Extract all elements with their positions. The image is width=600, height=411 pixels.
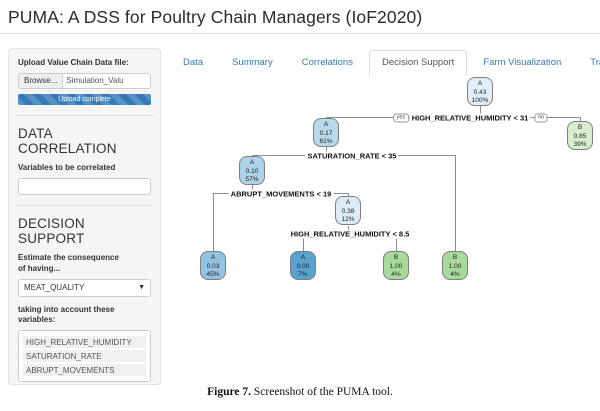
tree-node-class: B: [393, 254, 399, 261]
split-rule-label: HIGH_RELATIVE_HUMIDITY < 31: [409, 113, 531, 122]
tab-transport-visualization[interactable]: Transport Visualization: [590, 57, 600, 68]
tree-node-value: 0.00: [296, 262, 310, 270]
chevron-down-icon: ▼: [138, 284, 145, 292]
tree-node-class: B: [452, 254, 458, 261]
tree-node-class: A: [345, 199, 351, 206]
tree-node-pct: 4%: [391, 271, 401, 278]
page-title: PUMA: A DSS for Poultry Chain Managers (…: [8, 7, 423, 27]
tree-node-class: A: [300, 254, 306, 261]
yes-branch-badge: yes: [393, 113, 409, 122]
sidebar-divider: [16, 114, 153, 116]
no-branch-badge: no: [534, 113, 548, 122]
data-correlation-heading: DATA CORRELATION: [18, 125, 117, 156]
tree-node-pct: 39%: [573, 141, 587, 148]
file-name-field[interactable]: Simulation_Valu: [63, 72, 151, 89]
tab-bar: Data Summary Correlations Decision Support F…: [170, 50, 600, 76]
target-variable-value: MEAT_QUALITY: [24, 283, 85, 293]
split-rule-label: SATURATION_RATE < 35: [305, 151, 399, 160]
branch-drop: [326, 117, 327, 118]
branch-stub: [480, 105, 481, 117]
tree-node-class: B: [577, 124, 583, 131]
sidebar-divider: [16, 204, 153, 206]
branch-drop: [303, 233, 304, 251]
tab-data[interactable]: Data: [183, 57, 204, 68]
tree-node-class: A: [249, 159, 255, 166]
tree-node-value: 0.85: [573, 132, 587, 140]
title-divider: [0, 33, 600, 34]
figure-caption-number: Figure 7.: [207, 386, 252, 398]
tree-node-class: A: [477, 80, 483, 87]
tree-node-value: 0.03: [206, 262, 220, 270]
branch-drop: [213, 193, 214, 251]
upload-label: Upload Value Chain Data file:: [18, 58, 129, 67]
decision-support-heading: DECISION SUPPORT: [18, 215, 85, 246]
figure-caption-text: Screenshot of the PUMA tool.: [251, 386, 393, 398]
tree-node-value: 0.17: [319, 129, 333, 137]
target-variable-select[interactable]: MEAT_QUALITY ▼: [18, 278, 151, 297]
tree-node-value: 0.38: [341, 207, 355, 215]
branch-drop: [252, 155, 253, 156]
branch-drop: [580, 117, 581, 121]
variable-option-high_relative_humidity[interactable]: HIGH_RELATIVE_HUMIDITY: [23, 336, 146, 349]
tree-node-value: 0.10: [245, 167, 259, 175]
split-rule-label: ABRUPT_MOVEMENTS < 19: [228, 189, 334, 198]
tree-node-pct: 45%: [206, 271, 220, 278]
correlate-input[interactable]: [18, 177, 151, 195]
tree-node-class: A: [323, 121, 329, 128]
tab-farm-visualization[interactable]: Farm Visualization: [483, 57, 562, 68]
tree-node-pct: 100%: [471, 97, 489, 104]
tree-node-pct: 4%: [450, 271, 460, 278]
tree-node-pct: 12%: [341, 216, 355, 223]
tree-node-pct: 7%: [298, 271, 308, 278]
tree-node-pct: 61%: [319, 138, 333, 145]
tree-node-value: 0.43: [473, 88, 487, 96]
tree-node-value: 1.00: [389, 262, 403, 270]
tree-node-value: 1.00: [448, 262, 462, 270]
tree-node-class: A: [210, 254, 216, 261]
branch-drop: [455, 155, 456, 251]
tab-correlations[interactable]: Correlations: [301, 57, 353, 68]
branch-drop: [396, 233, 397, 251]
upload-progress-bar: Upload complete: [18, 93, 151, 105]
tab-decision-support[interactable]: Decision Support: [368, 50, 468, 76]
variable-option-saturation_rate[interactable]: SATURATION_RATE: [23, 350, 146, 363]
correlate-label: Variables to be correlated: [18, 163, 116, 173]
sidebar: Upload Value Chain Data file: Browse... …: [8, 48, 161, 385]
file-input: Browse... Simulation_Valu: [18, 72, 151, 89]
variables-label: taking into account these variables:: [18, 304, 115, 325]
variable-option-abrupt_movements[interactable]: ABRUPT_MOVEMENTS: [23, 364, 146, 377]
branch-drop: [348, 193, 349, 196]
tree-node-pct: 57%: [245, 176, 259, 183]
split-rule-label: HIGH_RELATIVE_HUMIDITY < 8.5: [288, 229, 412, 238]
tab-summary[interactable]: Summary: [232, 57, 273, 68]
estimate-label: Estimate the consequence of having...: [18, 253, 119, 273]
browse-button[interactable]: Browse...: [18, 72, 64, 89]
figure-caption: Figure 7. Screenshot of the PUMA tool.: [0, 386, 600, 398]
